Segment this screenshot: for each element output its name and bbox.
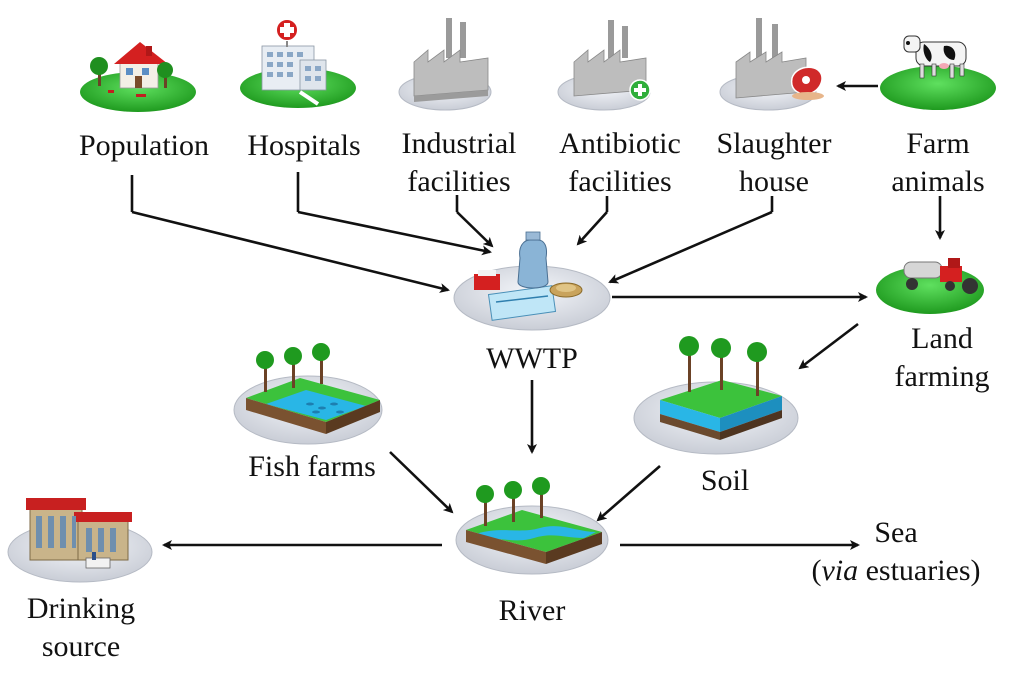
water-works-icon: [7, 498, 153, 583]
land-farming-label: Land farming: [874, 320, 1010, 396]
river-label: River: [482, 592, 582, 630]
slaughterhouse-icon: [719, 18, 824, 111]
soil-layers-icon: [633, 336, 799, 455]
sea-line1: Sea: [874, 516, 918, 549]
hospitals-text: Hospitals: [247, 129, 361, 162]
sea-label: Sea (via estuaries): [788, 514, 1004, 590]
tractor-icon: [876, 258, 984, 314]
arrow-industrial-wwtp-2: [456, 211, 494, 248]
land-farming-line1: Land: [911, 322, 973, 355]
sea-line2: (via estuaries): [788, 552, 1004, 590]
wwtp-label: WWTP: [470, 340, 594, 378]
arrows: [130, 81, 945, 550]
sea-estuaries: estuaries): [858, 554, 981, 587]
arrow-hospitals-wwtp-2: [297, 210, 492, 256]
slaughter-line2: house: [739, 165, 809, 198]
sea-open-paren: (: [811, 554, 822, 587]
population-label: Population: [66, 127, 222, 165]
wwtp-text: WWTP: [486, 342, 578, 375]
arrow-antibiotic-wwtp-2: [576, 211, 608, 246]
antibiotic-label: Antibiotic facilities: [548, 125, 692, 201]
farm-animals-label: Farm animals: [874, 125, 1002, 201]
treatment-plant-icon: [453, 231, 611, 331]
arrow-fishfarms-river: [389, 451, 454, 514]
land-farming-line2: farming: [894, 360, 990, 393]
hospitals-label: Hospitals: [234, 127, 374, 165]
slaughter-label: Slaughter house: [706, 125, 842, 201]
antibiotic-line1: Antibiotic: [559, 127, 681, 160]
soil-label: Soil: [680, 462, 770, 500]
river-text: River: [498, 594, 566, 627]
fish-farms-text: Fish farms: [248, 450, 376, 483]
fish-farms-label: Fish farms: [232, 448, 392, 486]
hospital-icon: [240, 18, 356, 108]
farm-animals-line2: animals: [891, 165, 985, 198]
farm-animals-line1: Farm: [906, 127, 970, 160]
cow-icon: [880, 35, 996, 110]
soil-text: Soil: [700, 464, 750, 497]
house-icon: [80, 42, 196, 112]
drinking-line2: source: [41, 630, 121, 663]
drinking-label: Drinking source: [8, 590, 154, 666]
arrow-population-wwtp-2: [131, 210, 450, 293]
population-text: Population: [78, 129, 209, 162]
river-icon: [455, 477, 609, 575]
industrial-line1: Industrial: [401, 127, 517, 160]
sea-via: via: [821, 554, 859, 587]
factory-plus-icon: [557, 20, 651, 111]
industrial-line2: facilities: [407, 165, 511, 198]
antibiotic-line2: facilities: [568, 165, 672, 198]
arrow-soil-river: [596, 465, 661, 522]
factory-icon: [398, 18, 492, 111]
slaughter-line1: Slaughter: [716, 127, 832, 160]
arrow-slaughter-wwtp-2: [608, 210, 773, 284]
fish-pond-icon: [233, 343, 383, 445]
industrial-label: Industrial facilities: [392, 125, 526, 201]
drinking-line1: Drinking: [26, 592, 136, 625]
arrow-landfarming-soil: [798, 322, 859, 370]
